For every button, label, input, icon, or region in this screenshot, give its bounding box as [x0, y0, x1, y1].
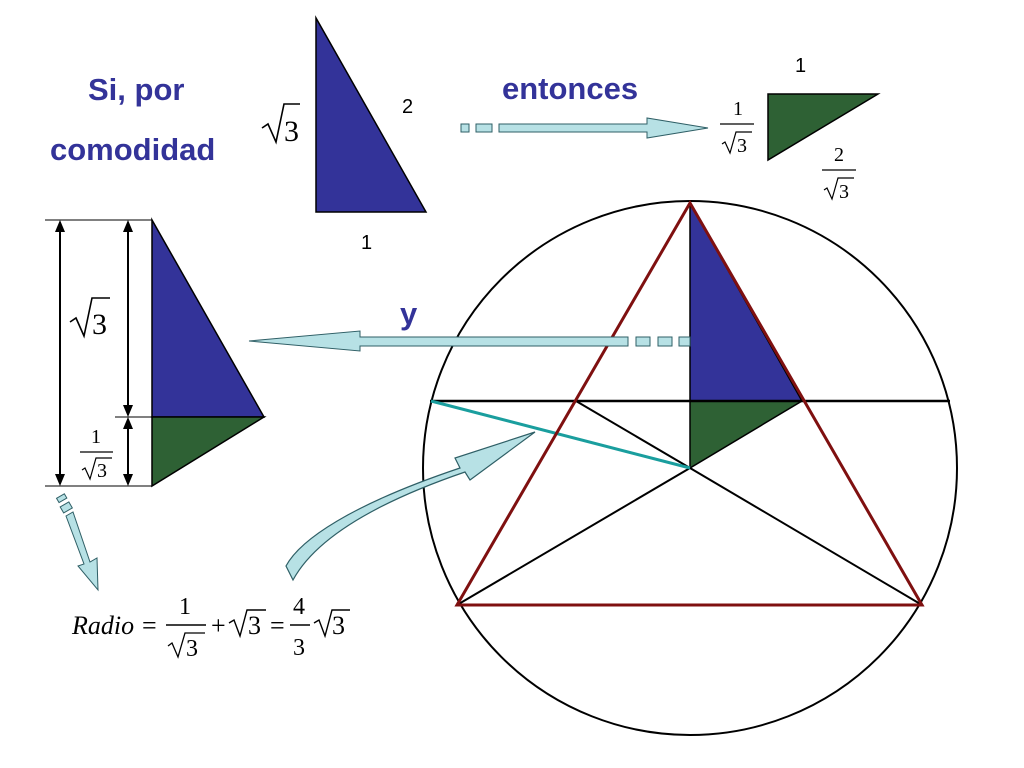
radical-sign [313, 609, 350, 639]
title-entonces: entonces [502, 71, 638, 106]
formula-frac1-radicand: 3 [186, 636, 198, 662]
fraction-numerator: 2 [834, 144, 844, 166]
curved-arrow [285, 431, 536, 582]
fraction-radicand: 3 [737, 135, 747, 157]
radical-sign [81, 457, 112, 481]
small-triangle-top-label: 1 [795, 55, 806, 77]
small-triangle-shape [767, 93, 881, 162]
top-triangle: 3 2 1 [261, 15, 428, 254]
arrow-dash [475, 123, 493, 133]
left-figure: 3 1 3 [45, 217, 267, 488]
small-triangle-left-fraction: 1 3 [720, 98, 754, 157]
formula-radicand2: 3 [248, 611, 261, 640]
formula-frac2-denominator: 3 [293, 635, 305, 661]
arrow-body [248, 330, 629, 352]
arrow-dash [657, 336, 673, 347]
radicand: 3 [92, 308, 107, 341]
dimension-arrow-upper [123, 220, 133, 417]
inner-green-triangle [689, 400, 805, 470]
radical-sign [228, 609, 266, 639]
left-figure-green-triangle [151, 416, 267, 488]
arrow-left-middle [248, 330, 691, 352]
formula-radicand3: 3 [332, 611, 345, 640]
left-figure-upper-label: 3 [69, 297, 110, 341]
radical-sign [261, 103, 300, 145]
left-figure-blue-triangle [151, 217, 266, 418]
dimension-arrow-lower [123, 417, 133, 486]
arrow-dash [460, 123, 470, 133]
formula-frac1-numerator: 1 [179, 594, 191, 620]
arrow-dash [678, 336, 691, 347]
radius-line [430, 399, 691, 470]
dimension-arrow-full [55, 220, 65, 486]
equilateral-triangle [454, 200, 925, 607]
top-triangle-height-label: 3 [261, 103, 300, 148]
formula-equals: = [142, 611, 157, 640]
radical-sign [721, 131, 752, 155]
formula-frac2-numerator: 4 [293, 594, 305, 620]
radical-sign [167, 632, 205, 659]
label-y: y [400, 296, 418, 331]
medial-line [575, 400, 691, 469]
fraction-radicand: 3 [97, 460, 107, 482]
small-triangle: 1 1 3 2 3 [720, 55, 881, 203]
title-si-por: Si, por [88, 72, 184, 107]
arrow-dash [635, 336, 651, 347]
title-comodidad: comodidad [50, 132, 215, 167]
radical-sign [69, 297, 110, 339]
radical-sign [823, 177, 854, 201]
arrow-right-top [460, 117, 709, 139]
fraction-radicand: 3 [839, 181, 849, 203]
arrow-body [65, 511, 99, 592]
medial-line [689, 467, 923, 606]
top-triangle-shape [315, 15, 428, 213]
left-figure-lower-fraction: 1 3 [80, 426, 113, 482]
fraction-numerator: 1 [733, 98, 743, 120]
radius-formula: Radio = 1 3 + 3 = 4 3 3 [71, 594, 350, 662]
circle-construction [422, 200, 958, 736]
medial-line [456, 467, 691, 606]
arrow-dash [59, 501, 74, 514]
top-triangle-base-label: 1 [361, 232, 372, 254]
formula-word: Radio [71, 611, 134, 640]
small-triangle-hyp-fraction: 2 3 [822, 144, 856, 203]
arrow-dash [55, 493, 68, 504]
arrow-down-small [55, 493, 99, 592]
arrow-body [498, 117, 709, 139]
formula-plus: + [211, 611, 226, 640]
fraction-numerator: 1 [91, 426, 101, 448]
top-triangle-hypotenuse-label: 2 [402, 96, 413, 118]
formula-equals2: = [270, 611, 285, 640]
radicand: 3 [284, 115, 299, 148]
